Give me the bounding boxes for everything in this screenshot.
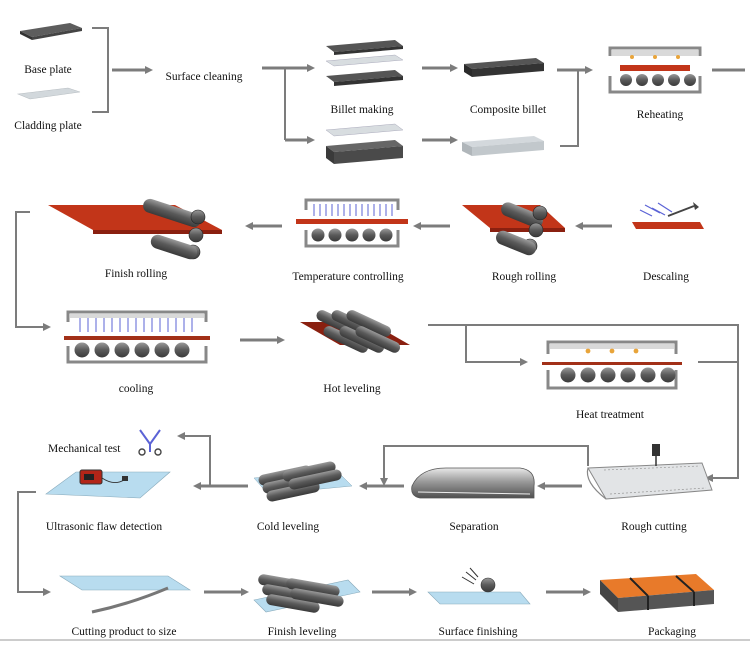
surface-finishing-icon xyxy=(427,567,531,605)
temperature-controlling-icon xyxy=(296,198,408,248)
cladding-plate-icon xyxy=(16,87,81,100)
label-heat-treatment: Heat treatment xyxy=(575,409,645,421)
label-cladding-plate: Cladding plate xyxy=(14,120,82,132)
label-surface-cleaning: Surface cleaning xyxy=(165,71,243,83)
flow-connector xyxy=(465,325,528,366)
ultrasonic-flaw-detection-icon xyxy=(45,469,171,499)
label-rough-rolling: Rough rolling xyxy=(491,271,557,283)
flow-connector xyxy=(17,491,51,596)
packaging-icon xyxy=(600,574,714,612)
label-mechanical-test: Mechanical test xyxy=(48,443,121,455)
label-finish-leveling: Finish leveling xyxy=(267,626,337,638)
base-plate-icon xyxy=(20,23,82,40)
cooling-icon xyxy=(64,310,210,364)
flow-connector xyxy=(15,211,51,331)
finish-rolling-icon xyxy=(48,198,222,260)
rough-cutting-icon xyxy=(586,444,713,500)
rough-rolling-icon xyxy=(462,202,565,256)
label-hot-leveling: Hot leveling xyxy=(323,383,381,395)
label-composite-billet: Composite billet xyxy=(469,104,547,116)
composite-billet-icon-2 xyxy=(462,136,544,156)
label-descaling: Descaling xyxy=(643,271,689,283)
label-temperature-controlling: Temperature controlling xyxy=(292,271,404,283)
composite-billet-icon xyxy=(464,58,544,77)
heat-treatment-furnace-icon xyxy=(542,340,682,390)
label-cooling: cooling xyxy=(118,383,154,395)
flow-connector xyxy=(428,324,739,482)
cold-leveling-icon xyxy=(253,461,353,502)
merge-line xyxy=(560,70,579,147)
bracket-line xyxy=(92,27,109,113)
flow-connector xyxy=(380,445,589,486)
billet-making-icon xyxy=(325,40,404,86)
label-finish-rolling: Finish rolling xyxy=(104,268,168,280)
label-billet-making: Billet making xyxy=(330,104,394,116)
cutting-product-to-size-icon xyxy=(58,575,192,614)
label-separation: Separation xyxy=(449,521,499,533)
label-packaging: Packaging xyxy=(648,626,696,638)
descaling-icon xyxy=(632,202,704,229)
label-cold-leveling: Cold leveling xyxy=(256,521,320,533)
label-surface-finishing: Surface finishing xyxy=(438,626,518,638)
reheating-furnace-icon xyxy=(608,46,702,94)
label-rough-cutting: Rough cutting xyxy=(621,521,687,533)
label-cutting-product-to-size: Cutting product to size xyxy=(71,626,177,638)
hot-leveling-icon xyxy=(300,310,410,353)
separation-icon xyxy=(411,467,535,499)
finish-leveling-icon xyxy=(253,574,361,613)
label-ultrasonic-flaw-detection: Ultrasonic flaw detection xyxy=(45,521,163,533)
label-reheating: Reheating xyxy=(636,109,684,121)
billet-making-icon-2 xyxy=(325,123,404,164)
flow-connector xyxy=(177,432,211,486)
mechanical-test-icon xyxy=(138,429,162,456)
label-base-plate: Base plate xyxy=(24,64,72,76)
